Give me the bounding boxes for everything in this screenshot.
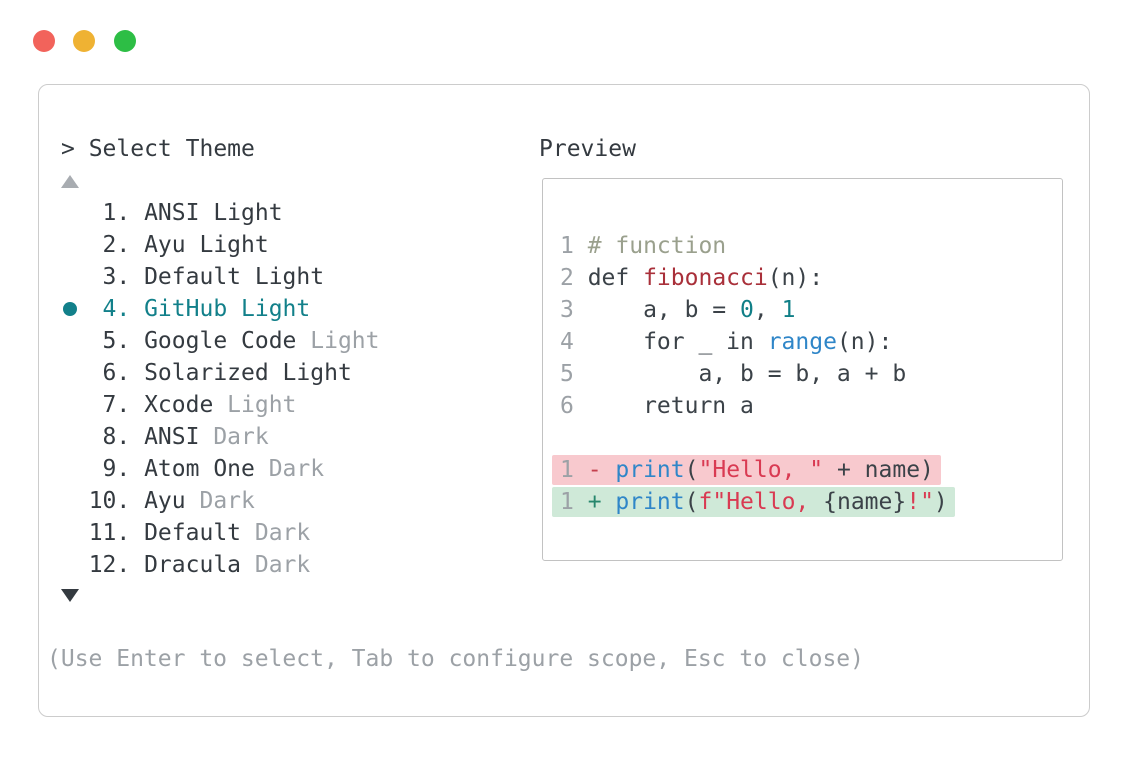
theme-picker-window: > Select Theme Preview 1.ANSI Light 2.Ay…	[38, 84, 1090, 717]
theme-option-atom-one-dark[interactable]: 9.Atom One Dark	[102, 456, 325, 482]
theme-option-github-light[interactable]: 4.GitHub Light	[61, 293, 380, 325]
theme-option-default-light[interactable]: 3.Default Light	[102, 264, 325, 290]
theme-list: 1.ANSI Light 2.Ayu Light 3.Default Light…	[61, 197, 380, 581]
theme-option-solarized-light[interactable]: 6.Solarized Light	[102, 360, 352, 386]
code-line-4: 4 for _ in range(n):	[560, 329, 893, 355]
theme-option-default-dark[interactable]: 11.Default Dark	[88, 520, 311, 546]
code-line-6: 6 return a	[560, 393, 754, 419]
code-line-5: 5 a, b = b, a + b	[560, 361, 907, 387]
code-line-1: 1# function	[560, 233, 727, 259]
theme-option-ansi-dark[interactable]: 8.ANSI Dark	[102, 424, 269, 450]
theme-option-ayu-light[interactable]: 2.Ayu Light	[102, 232, 269, 258]
theme-option-dracula-dark[interactable]: 12.Dracula Dark	[88, 552, 311, 578]
diff-line-added: 1+ print(f"Hello, {name}!")	[552, 486, 955, 518]
scroll-up-icon[interactable]	[61, 175, 79, 188]
theme-option-xcode-light[interactable]: 7.Xcode Light	[102, 392, 297, 418]
keyboard-hints: (Use Enter to select, Tab to configure s…	[47, 646, 864, 672]
preview-title: Preview	[539, 136, 636, 162]
diff-line-removed: 1- print("Hello, " + name)	[552, 454, 955, 486]
theme-option-ayu-dark[interactable]: 10.Ayu Dark	[88, 488, 255, 514]
code-line-3: 3 a, b = 0, 1	[560, 297, 796, 323]
close-button-icon[interactable]	[33, 30, 55, 52]
select-theme-prompt: > Select Theme	[61, 136, 255, 162]
zoom-button-icon[interactable]	[114, 30, 136, 52]
scroll-down-icon[interactable]	[61, 589, 79, 602]
code-line-blank	[560, 422, 955, 454]
theme-option-google-code-light[interactable]: 5.Google Code Light	[102, 328, 380, 354]
selected-indicator-icon	[63, 302, 77, 316]
theme-option-ansi-light[interactable]: 1.ANSI Light	[102, 200, 283, 226]
minimize-button-icon[interactable]	[73, 30, 95, 52]
